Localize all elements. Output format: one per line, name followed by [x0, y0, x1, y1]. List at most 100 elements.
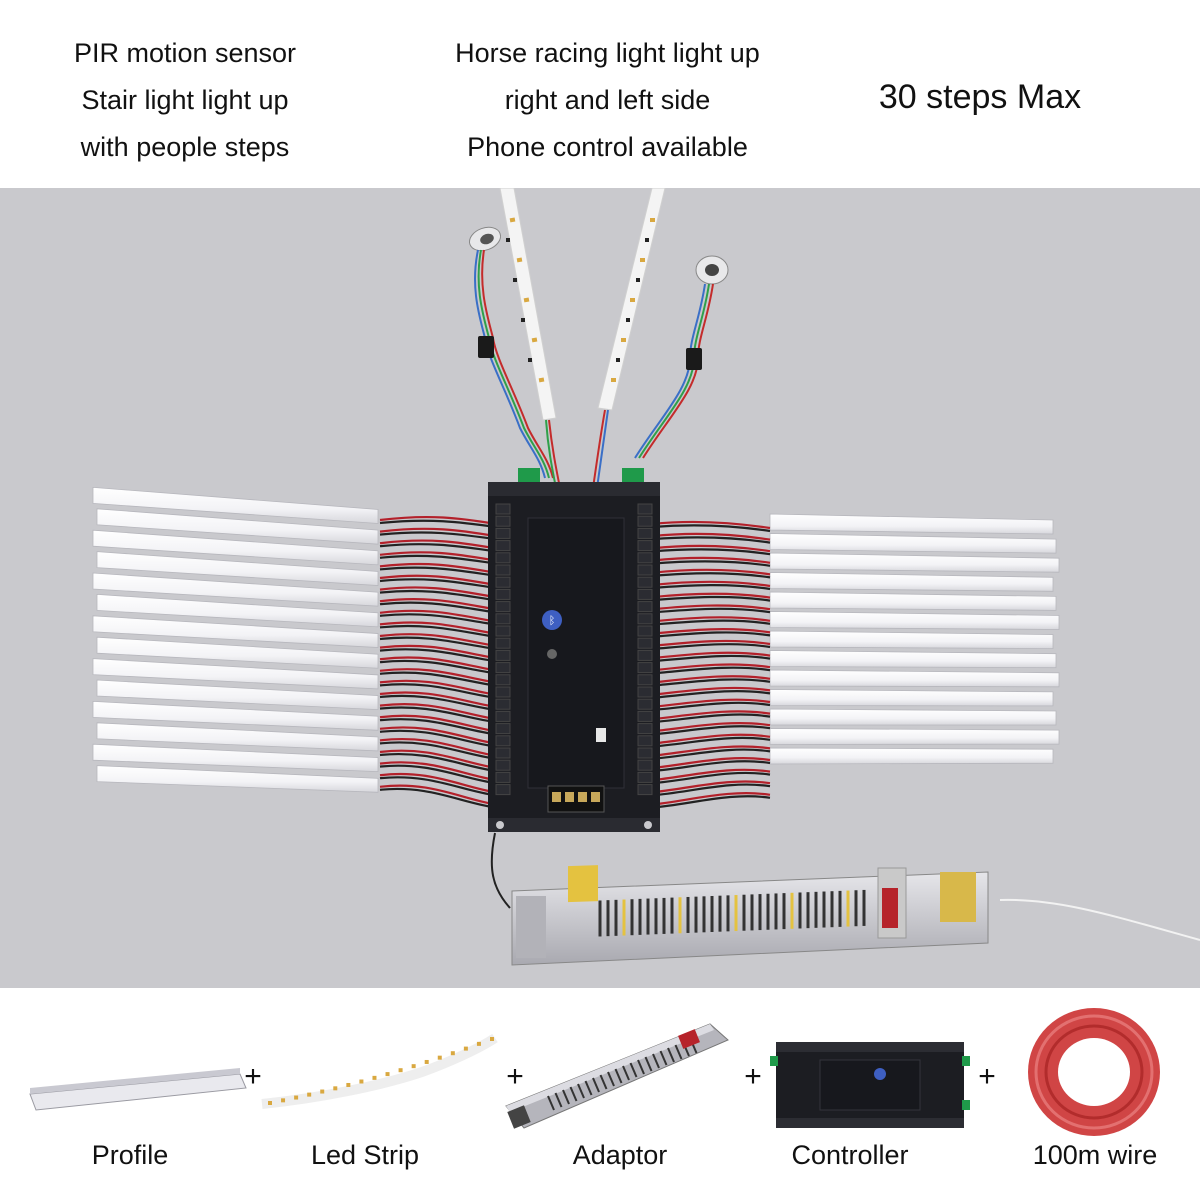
- led-profile-bar: [96, 679, 379, 711]
- wire: [651, 595, 771, 602]
- wire: [651, 768, 771, 782]
- wire: [379, 776, 497, 797]
- wire: [379, 554, 497, 565]
- led-profile-bar: [96, 551, 379, 586]
- wire: [379, 718, 497, 736]
- led-chip: [294, 1095, 299, 1100]
- led-chip: [437, 1055, 442, 1060]
- led-chip: [450, 1051, 455, 1056]
- wire: [651, 690, 771, 699]
- wire: [379, 656, 497, 672]
- terminal-screw: [495, 613, 511, 625]
- wire: [379, 729, 497, 748]
- wire: [379, 683, 497, 699]
- terminal-screw: [637, 674, 653, 686]
- wire: [651, 710, 771, 721]
- pir-sensor-left: [469, 226, 554, 479]
- wire: [651, 663, 771, 672]
- wire: [379, 531, 497, 541]
- wire: [651, 631, 771, 638]
- vent-slot: [644, 1056, 653, 1072]
- led-chip: [307, 1092, 312, 1097]
- vent-slot: [577, 1083, 585, 1099]
- product-label-led-strip: Led Strip: [310, 1140, 420, 1170]
- terminal-screw: [495, 540, 511, 552]
- wire: [379, 621, 497, 635]
- wire: [379, 644, 497, 660]
- terminal-screw: [637, 601, 653, 613]
- vent-slot: [652, 1053, 660, 1069]
- wire: [379, 633, 497, 648]
- wire: [379, 589, 497, 602]
- terminal-screw: [637, 723, 653, 735]
- led-profile-bar: [96, 508, 379, 545]
- pir-feature-text: PIR motion sensor Stair light light up w…: [30, 30, 340, 171]
- led-chip: [320, 1089, 325, 1094]
- vent-slot: [547, 1095, 555, 1111]
- led-chip: [476, 1041, 481, 1046]
- controller-icon: [770, 1042, 970, 1128]
- feature-line: with people steps: [80, 132, 290, 162]
- led-profile-bar: [92, 529, 379, 566]
- wire: [651, 713, 771, 724]
- led-profile-bar: [92, 486, 379, 524]
- terminal-screw: [637, 637, 653, 649]
- led-profile-bar: [769, 728, 1060, 745]
- wire: [651, 556, 771, 564]
- wire: [379, 562, 497, 574]
- wire: [651, 604, 771, 611]
- product-label-wire: 100m wire: [1032, 1140, 1158, 1170]
- led-chip: [385, 1072, 390, 1077]
- led-chip: [490, 1037, 494, 1041]
- wire: [651, 584, 771, 591]
- led-chip: [333, 1086, 338, 1091]
- led-profile-bar: [92, 700, 379, 731]
- wire: [379, 764, 497, 785]
- wire: [651, 524, 771, 533]
- vent-slot: [667, 1047, 675, 1063]
- wire: [379, 659, 497, 675]
- led-profile-bar: [769, 650, 1057, 669]
- plus-separator: +: [744, 1060, 762, 1093]
- terminal-screw: [637, 698, 653, 710]
- wire: [651, 745, 771, 757]
- vent-slot: [599, 1074, 608, 1090]
- wire: [651, 736, 771, 748]
- led-profile-bar: [769, 552, 1060, 573]
- terminal-screw: [495, 601, 511, 613]
- led-profile-bar: [769, 708, 1057, 726]
- wire: [379, 566, 497, 577]
- wire: [651, 698, 771, 709]
- led-profile-bar: [96, 765, 379, 793]
- terminal-screw: [495, 686, 511, 698]
- terminal-screw: [637, 759, 653, 771]
- vent-slot: [614, 1068, 623, 1084]
- left-led-profiles: [92, 486, 379, 793]
- product-label-controller: Controller: [791, 1140, 909, 1170]
- led-profile-bar: [92, 658, 379, 690]
- wire: [379, 679, 497, 696]
- feature-header: PIR motion sensor Stair light light up w…: [0, 0, 1200, 188]
- terminal-screw: [637, 625, 653, 637]
- wire: [651, 520, 771, 530]
- led-profile-bar: [96, 593, 379, 628]
- product-label-adaptor: Adaptor: [572, 1140, 668, 1170]
- led-profile-bar: [769, 591, 1057, 611]
- wire: [651, 532, 771, 541]
- wire: [651, 580, 771, 588]
- wire: [379, 613, 497, 626]
- led-strip-right: [597, 188, 666, 411]
- terminal-screw: [637, 552, 653, 564]
- terminal-screw: [495, 527, 511, 539]
- wire: [651, 568, 771, 576]
- wire: [651, 548, 771, 556]
- led-chip: [281, 1098, 286, 1103]
- wire: [651, 725, 771, 736]
- wire: [651, 607, 771, 614]
- wire: [651, 654, 771, 663]
- terminal-screw: [637, 686, 653, 698]
- terminal-screw: [637, 710, 653, 722]
- vent-slot: [637, 1059, 645, 1075]
- terminal-screw: [495, 564, 511, 576]
- wire: [651, 675, 771, 684]
